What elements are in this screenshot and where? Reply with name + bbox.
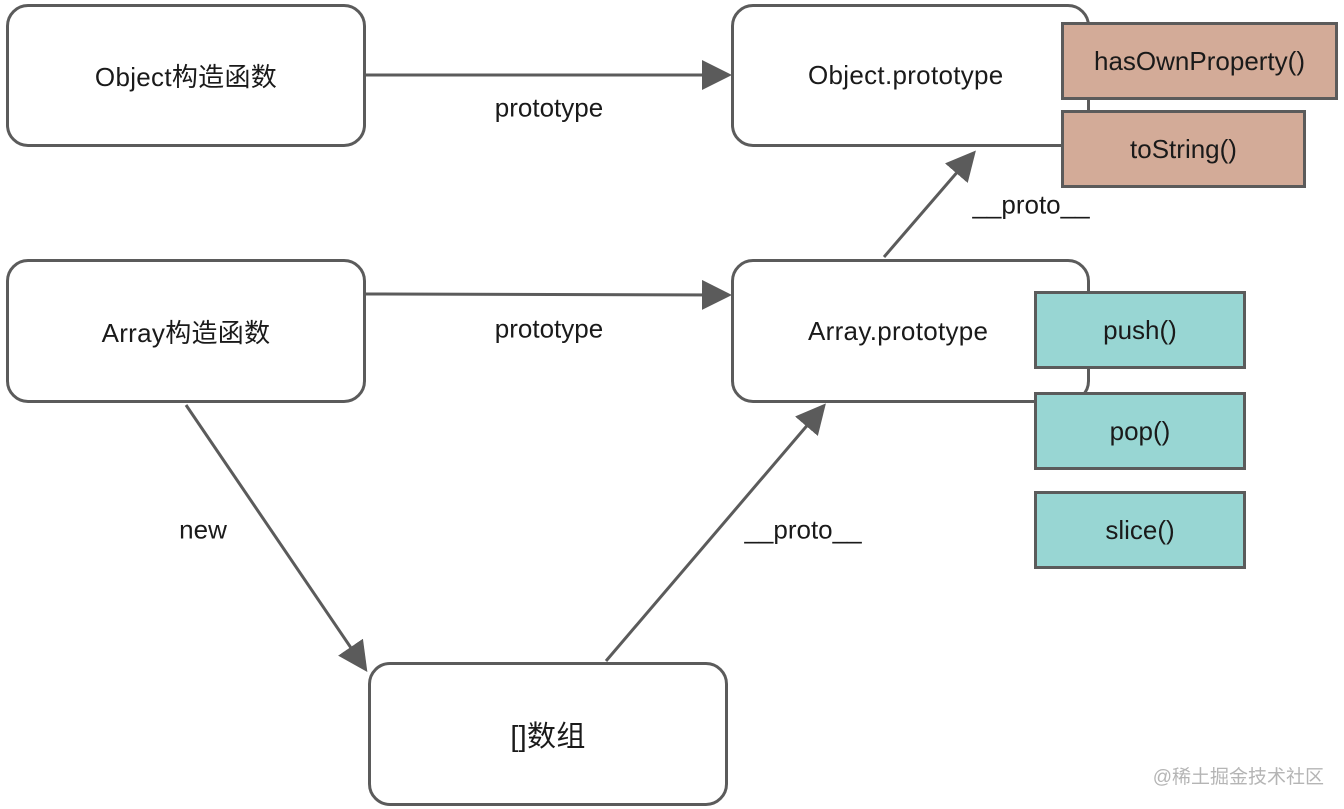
method-slice: slice() <box>1034 491 1246 569</box>
edge-new <box>184 404 368 672</box>
object-prototype-label: Object.prototype <box>808 60 1004 90</box>
edge-array-proto-to-object-proto <box>882 150 976 258</box>
label-instance-proto-link: __proto__ <box>744 514 862 545</box>
label-object-prototype: prototype <box>494 92 604 123</box>
array-instance-label: []数组 <box>510 721 586 753</box>
method-label: push() <box>1103 314 1177 345</box>
label-new: new <box>179 514 227 545</box>
array-instance-node: []数组 <box>368 662 728 806</box>
method-label: hasOwnProperty() <box>1094 45 1305 76</box>
method-label: pop() <box>1109 415 1171 446</box>
array-constructor-node: Array构造函数 <box>6 259 366 403</box>
method-tostring: toString() <box>1061 110 1306 188</box>
method-label: slice() <box>1105 514 1175 545</box>
method-push: push() <box>1034 291 1246 369</box>
method-pop: pop() <box>1034 392 1246 470</box>
method-label: toString() <box>1130 133 1237 164</box>
edge-array-prototype <box>365 279 732 310</box>
object-constructor-node: Object构造函数 <box>6 4 366 147</box>
object-constructor-label: Object构造函数 <box>94 62 278 92</box>
array-prototype-label: Array.prototype <box>808 315 989 346</box>
array-constructor-label: Array构造函数 <box>101 317 271 348</box>
label-array-proto-link: __proto__ <box>972 189 1090 220</box>
watermark: @稀土掘金技术社区 <box>1152 767 1324 788</box>
object-prototype-node: Object.prototype <box>731 4 1090 147</box>
edge-instance-proto-to-array-proto <box>604 403 826 662</box>
array-prototype-node: Array.prototype <box>731 259 1090 403</box>
label-array-prototype: prototype <box>494 313 604 344</box>
method-hasownproperty: hasOwnProperty() <box>1061 22 1338 100</box>
